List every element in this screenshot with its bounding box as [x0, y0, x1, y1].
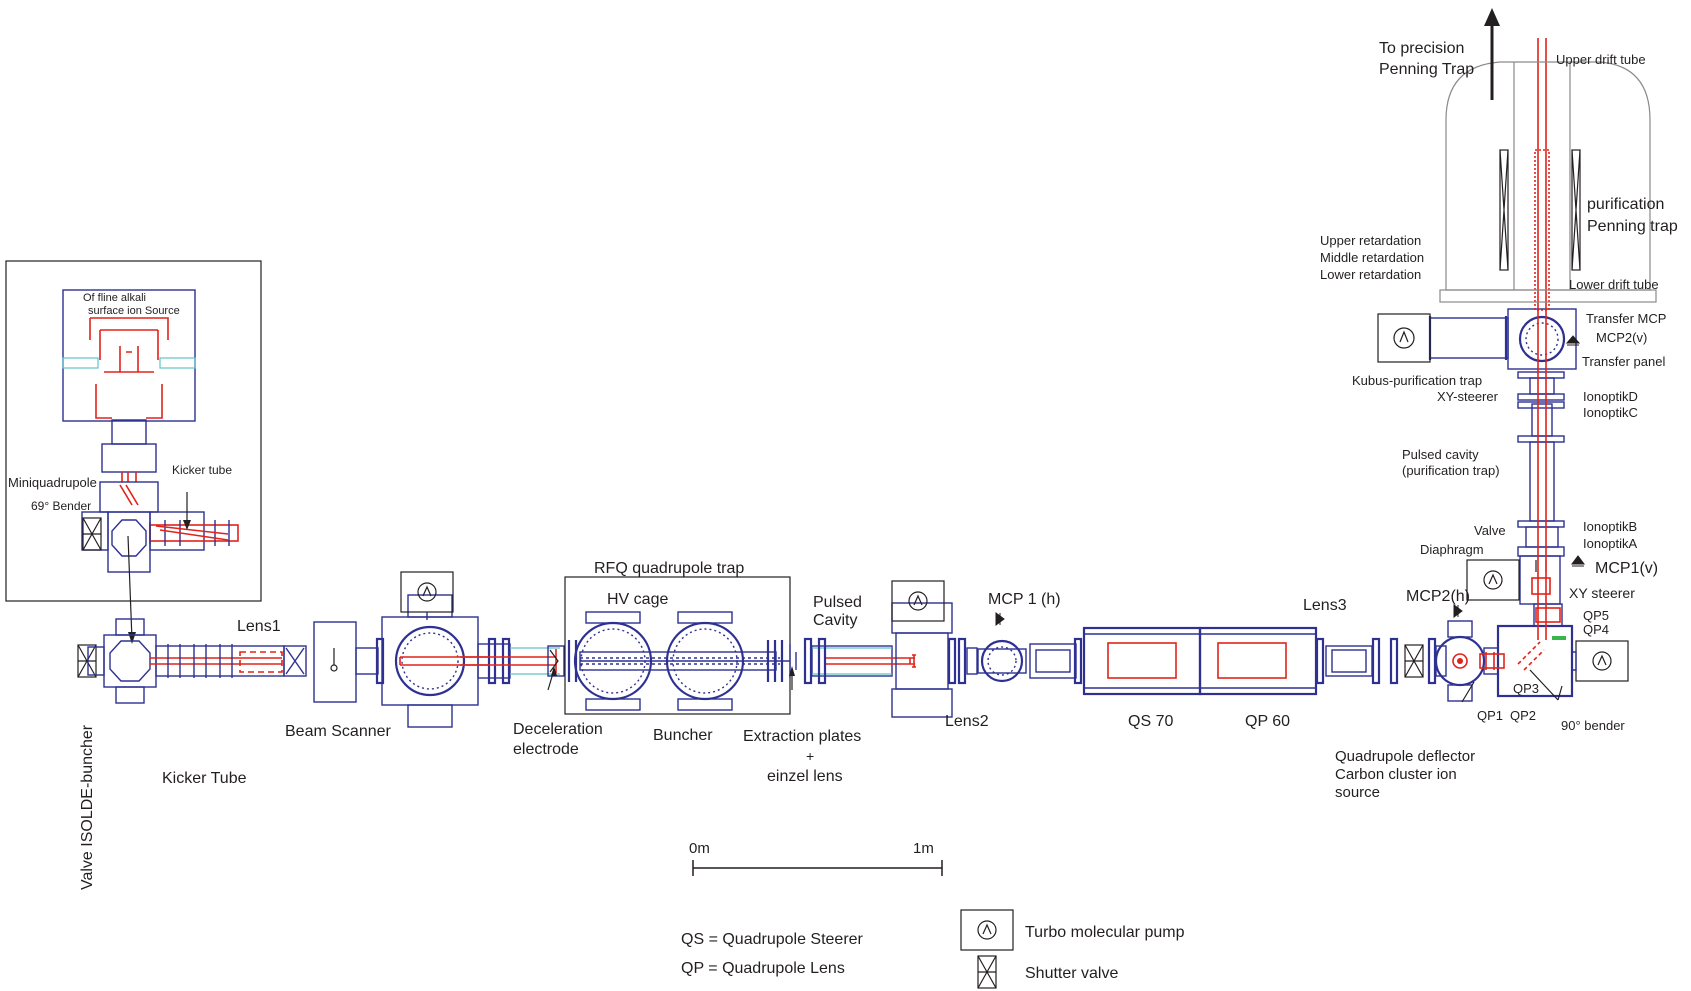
vertical-beamline [1377, 8, 1657, 640]
label-pulsed-cavity-2: Cavity [813, 612, 857, 629]
label-lens3: Lens3 [1303, 597, 1347, 614]
legend-qs: QS = Quadrupole Steerer [681, 931, 864, 948]
label-lower-drift-tube: Lower drift tube [1569, 277, 1659, 292]
label-decel-1: Deceleration [513, 721, 603, 738]
label-pulsed-cavity-1: Pulsed [813, 594, 862, 611]
label-rfq-trap: RFQ quadrupole trap [594, 560, 744, 577]
label-qp5: QP5 [1583, 608, 1609, 623]
label-purification-1: purification [1587, 196, 1664, 213]
downstream-beamline [803, 580, 1629, 718]
label-kicker-tube-small: Kicker tube [172, 463, 232, 477]
legend-shutter: Shutter valve [1025, 965, 1118, 982]
legend-symbols [960, 909, 1014, 989]
label-qp2: QP2 [1510, 708, 1536, 723]
label-qp60: QP 60 [1245, 713, 1290, 730]
rfq-trap [547, 576, 797, 715]
label-purification-2: Penning trap [1587, 218, 1678, 235]
label-hv-cage: HV cage [607, 591, 668, 608]
label-kicker-tube: Kicker Tube [162, 770, 247, 787]
label-lens2: Lens2 [945, 713, 989, 730]
label-decel-2: electrode [513, 741, 579, 758]
label-valve-isolde: Valve ISOLDE-buncher [79, 724, 96, 890]
label-beam-scanner: Beam Scanner [285, 723, 392, 740]
label-quad-deflector-1: Quadrupole deflector [1335, 748, 1475, 765]
label-buncher: Buncher [653, 727, 713, 744]
main-beamline [77, 571, 565, 728]
label-diaphragm: Diaphragm [1420, 542, 1484, 557]
label-lens1: Lens1 [237, 618, 281, 635]
scale-bar [692, 860, 943, 876]
label-mcp1h: MCP 1 (h) [988, 591, 1061, 608]
label-middle-retardation: Middle retardation [1320, 250, 1424, 265]
label-mcp2v: MCP2(v) [1596, 330, 1647, 345]
pump-legend-icon [960, 909, 1014, 951]
label-precision-2: Penning Trap [1379, 61, 1474, 78]
label-qp1: QP1 [1477, 708, 1503, 723]
label-ionoptik-b: IonoptikB [1583, 519, 1637, 534]
label-qs70: QS 70 [1128, 713, 1173, 730]
scale-end-label: 1m [913, 840, 934, 857]
scale-start-label: 0m [689, 840, 710, 857]
label-bender90: 90° bender [1561, 718, 1625, 733]
label-kubus-2: XY-steerer [1437, 389, 1499, 404]
label-quad-deflector-3: source [1335, 784, 1380, 801]
legend-pump: Turbo molecular pump [1025, 924, 1185, 941]
label-ionoptik-d: IonoptikD [1583, 389, 1638, 404]
label-upper-retardation: Upper retardation [1320, 233, 1421, 248]
diagram-labels: Of fline alkali surface ion Source Kicke… [8, 40, 1678, 982]
label-miniquadrupole: Miniquadrupole [8, 475, 97, 490]
label-extraction-1: Extraction plates [743, 728, 861, 745]
label-offline-source-1: Of fline alkali [83, 292, 146, 304]
label-transfer-panel: Transfer panel [1582, 354, 1665, 369]
label-transfer-mcp: Transfer MCP [1586, 311, 1666, 326]
label-mcp2h: MCP2(h) [1406, 588, 1470, 605]
label-pulsed-cavity-pt-1: Pulsed cavity [1402, 447, 1479, 462]
label-qp4: QP4 [1583, 622, 1609, 637]
label-kubus-1: Kubus-purification trap [1352, 373, 1482, 388]
label-offline-source-2: surface ion Source [88, 305, 180, 317]
label-quad-deflector-2: Carbon cluster ion [1335, 766, 1457, 783]
label-pulsed-cavity-pt-2: (purification trap) [1402, 463, 1500, 478]
label-xy-steerer: XY steerer [1569, 585, 1635, 601]
label-extraction-3: einzel lens [767, 768, 843, 785]
label-bender69: 69° Bender [31, 499, 91, 513]
label-lower-retardation: Lower retardation [1320, 267, 1421, 282]
shutter-legend-icon [977, 955, 997, 989]
label-ionoptik-a: IonoptikA [1583, 536, 1638, 551]
label-qp3: QP3 [1513, 681, 1539, 696]
label-mcp1v: MCP1(v) [1595, 560, 1658, 577]
label-valve: Valve [1474, 523, 1506, 538]
label-extraction-2: + [806, 748, 814, 764]
label-ionoptik-c: IonoptikC [1583, 405, 1638, 420]
label-upper-drift-tube: Upper drift tube [1556, 52, 1646, 67]
mcp-symbols [995, 335, 1585, 626]
offline-source-panel [5, 260, 262, 644]
label-precision-1: To precision [1379, 40, 1464, 57]
legend-qp: QP = Quadrupole Lens [681, 960, 845, 977]
